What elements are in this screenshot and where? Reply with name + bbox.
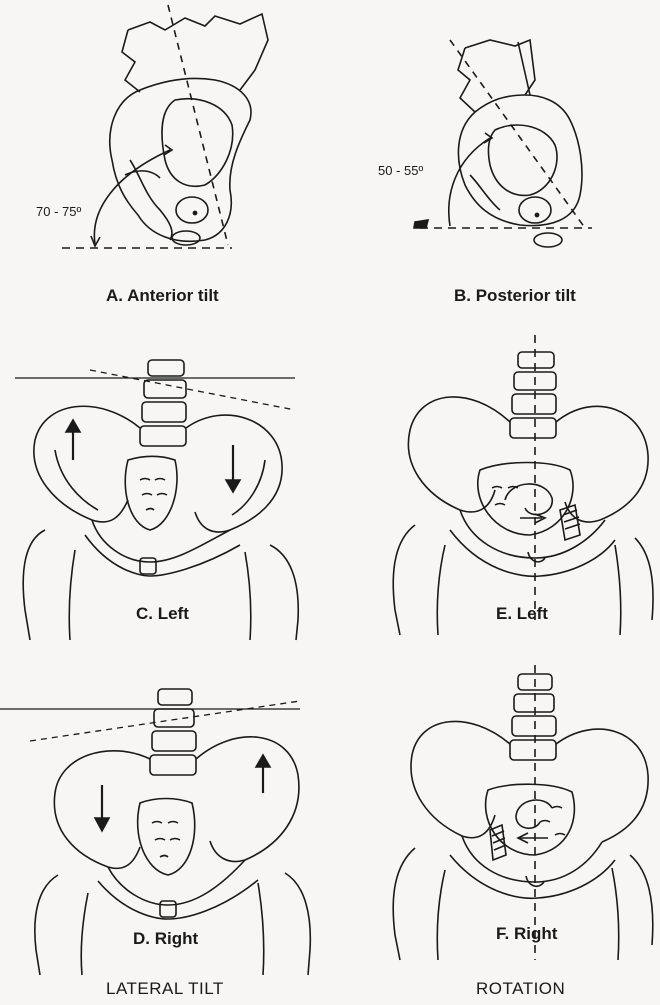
lateral-tilt-left-pelvis-drawing (0, 340, 330, 640)
posterior-tilt-angle-label: 50 - 55º (378, 163, 423, 178)
rotation-left-pelvis-drawing (330, 330, 660, 640)
panel-rotation-left: E. Left (330, 330, 660, 640)
anterior-tilt-angle-label: 70 - 75º (36, 204, 81, 219)
lateral-tilt-left-caption: C. Left (136, 604, 189, 624)
posterior-tilt-caption: B. Posterior tilt (454, 286, 576, 306)
rotation-right-pelvis-drawing (330, 660, 660, 970)
posterior-tilt-pelvis-drawing (330, 0, 660, 320)
panel-lateral-tilt-right: D. Right (0, 675, 330, 975)
rotation-left-caption: E. Left (496, 604, 548, 624)
lateral-tilt-group-title: LATERAL TILT (106, 979, 224, 999)
anterior-tilt-caption: A. Anterior tilt (106, 286, 219, 306)
rotation-group-title: ROTATION (476, 979, 565, 999)
panel-lateral-tilt-left: C. Left (0, 340, 330, 640)
panel-anterior-tilt: 70 - 75º A. Anterior tilt (0, 0, 330, 320)
anterior-tilt-pelvis-drawing (0, 0, 330, 320)
lateral-tilt-right-caption: D. Right (133, 929, 198, 949)
panel-posterior-tilt: 50 - 55º B. Posterior tilt (330, 0, 660, 320)
rotation-right-caption: F. Right (496, 924, 557, 944)
panel-rotation-right: F. Right (330, 660, 660, 970)
